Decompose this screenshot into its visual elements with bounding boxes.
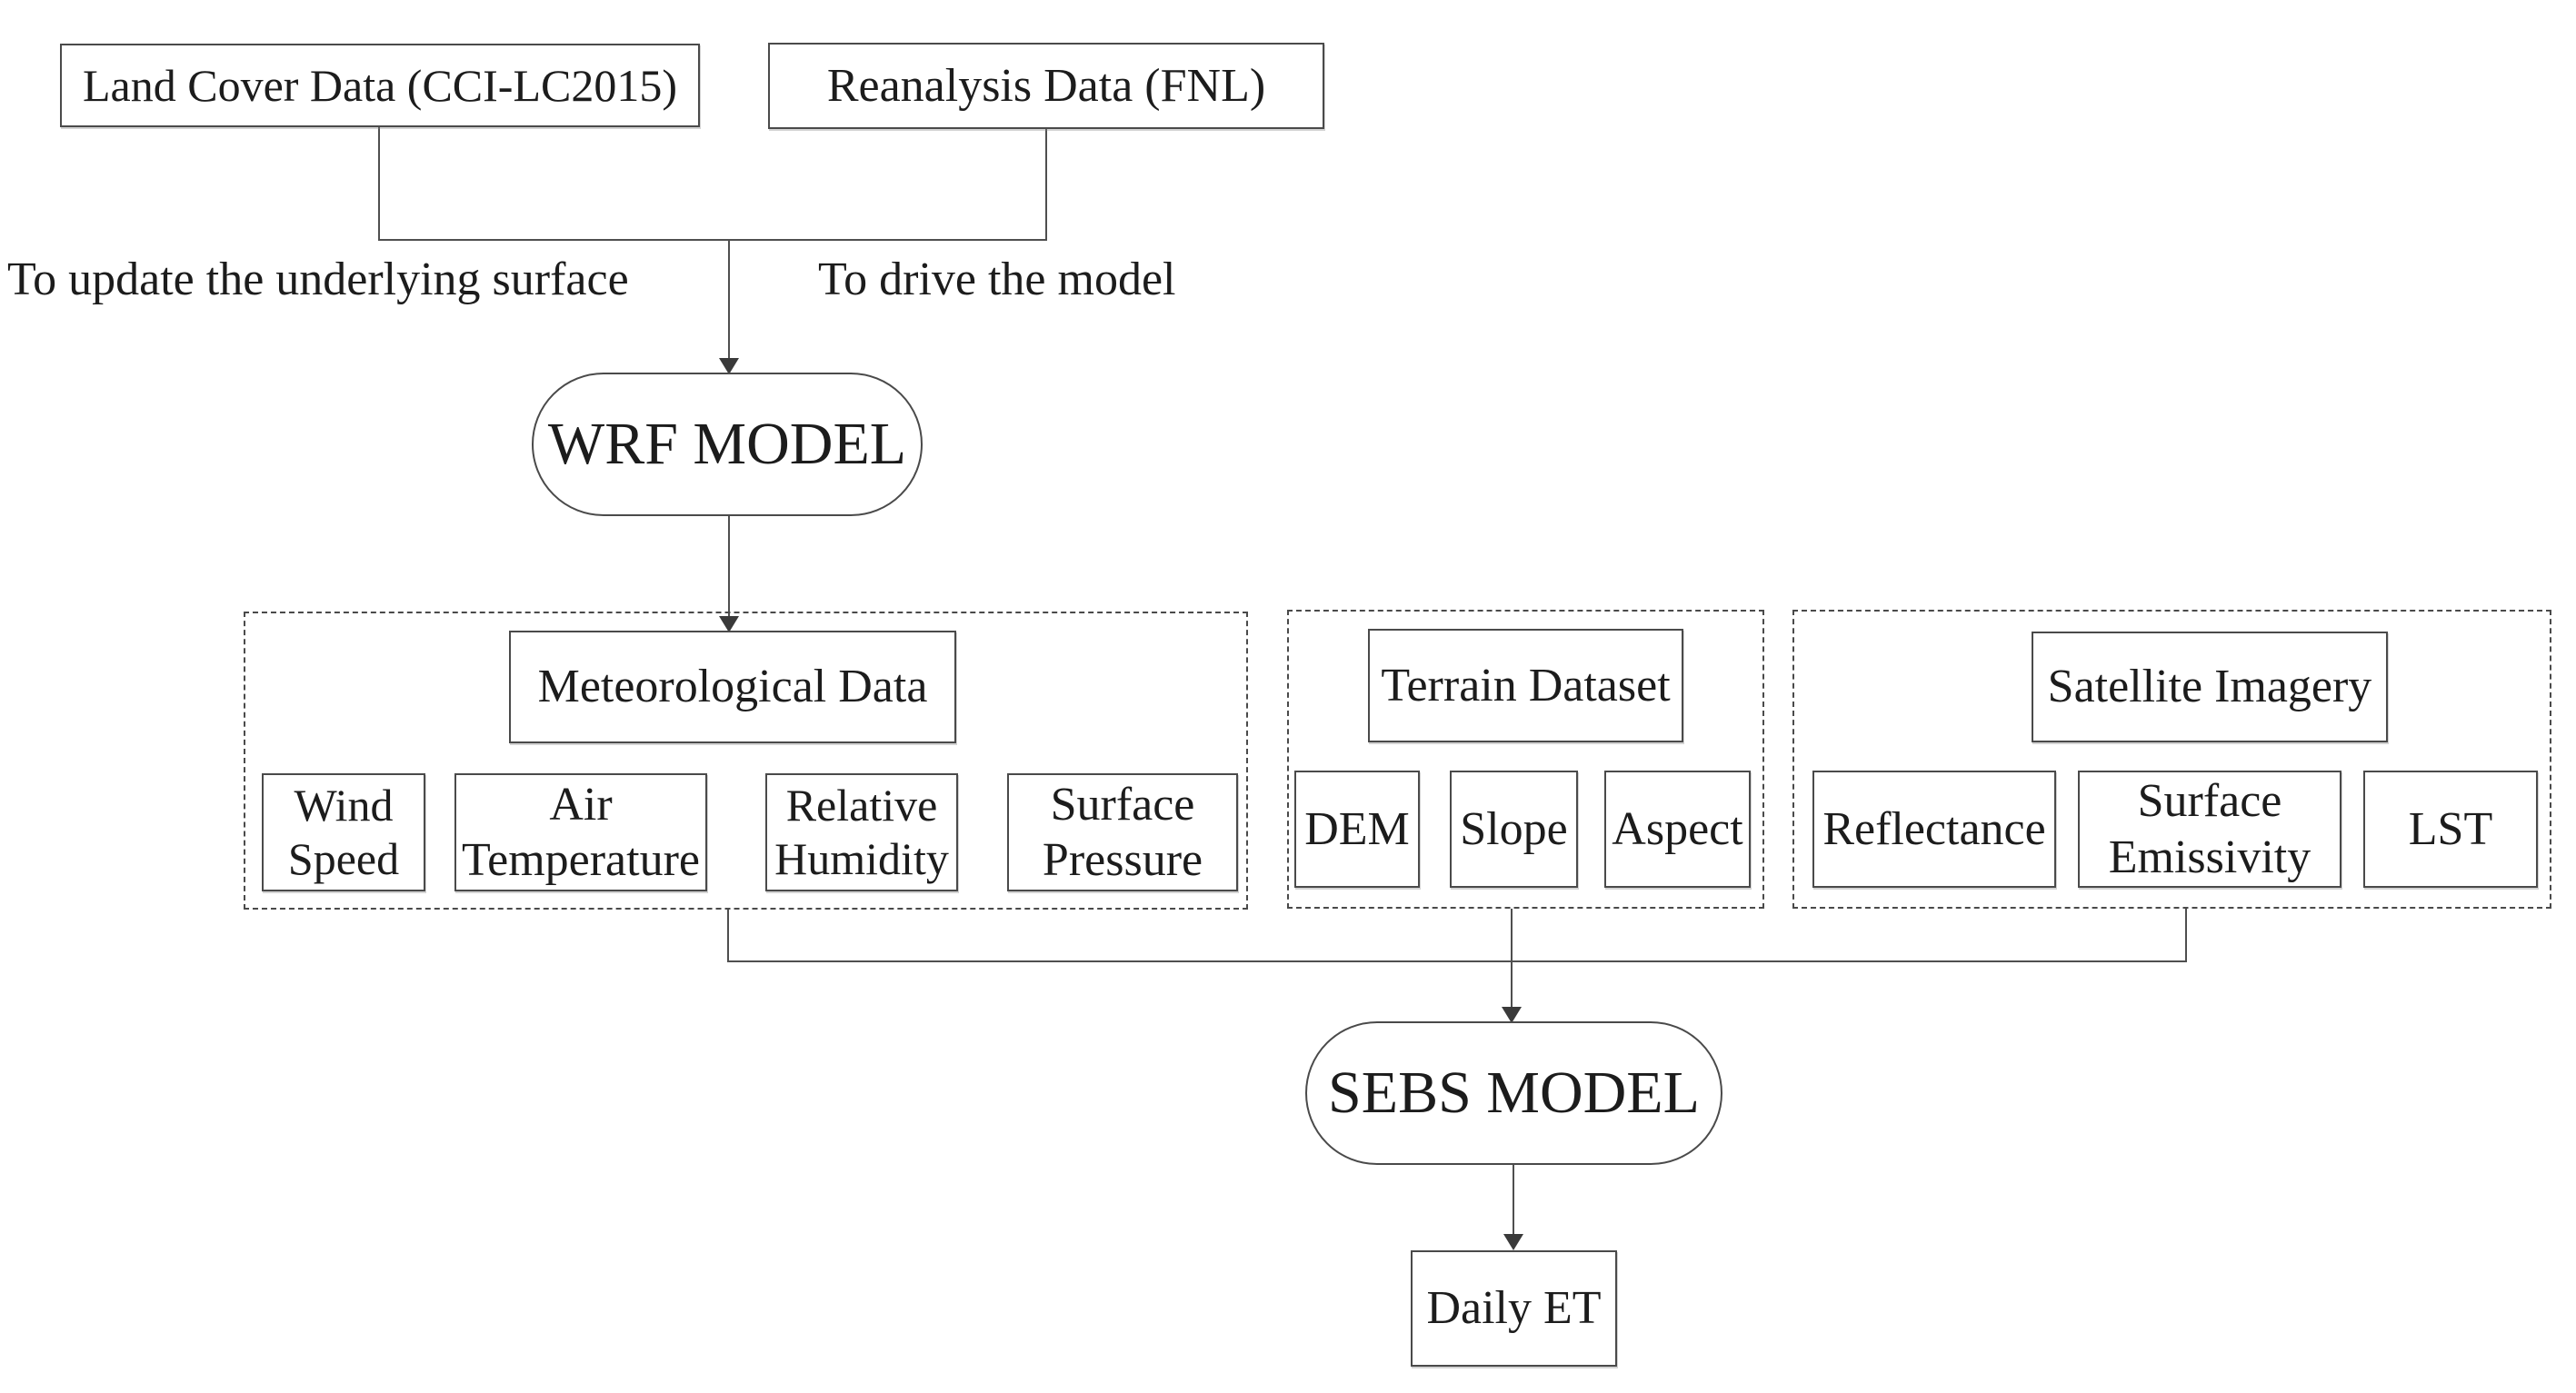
edge-sebs-to-dailyet-stem xyxy=(1513,1165,1514,1236)
node-wrf-model: WRF MODEL xyxy=(532,373,923,516)
section-meteorological-data xyxy=(244,612,1248,910)
arrowhead-into-dailyet xyxy=(1503,1234,1523,1250)
node-dem: DEM xyxy=(1294,771,1420,888)
arrowhead-into-sebs xyxy=(1502,1007,1522,1023)
edge-meteo-stub xyxy=(727,910,729,962)
edge-inputs-join xyxy=(378,239,1047,241)
node-aspect: Aspect xyxy=(1604,771,1751,888)
node-satellite-imagery-title: Satellite Imagery xyxy=(2032,632,2388,742)
edge-landcover-down xyxy=(378,127,380,241)
edge-reanalysis-down xyxy=(1045,129,1047,241)
node-relative-humidity: Relative Humidity xyxy=(765,773,958,891)
edge-terrain-stub-sebs-stem xyxy=(1511,909,1513,1009)
node-lst: LST xyxy=(2363,771,2538,888)
node-sebs-model: SEBS MODEL xyxy=(1305,1021,1722,1165)
section-terrain-dataset xyxy=(1287,610,1764,909)
node-meteorological-data-title: Meteorological Data xyxy=(509,631,956,743)
edge-sections-join xyxy=(727,960,2187,962)
edge-to-wrf-stem xyxy=(728,241,730,360)
node-daily-et: Daily ET xyxy=(1411,1250,1617,1367)
edge-satellite-stub xyxy=(2185,909,2187,962)
node-terrain-dataset-title: Terrain Dataset xyxy=(1368,629,1683,742)
label-update-underlying-surface: To update the underlying surface xyxy=(7,254,629,305)
node-air-temperature: Air Temperature xyxy=(454,773,707,891)
node-reanalysis-data: Reanalysis Data (FNL) xyxy=(768,43,1324,129)
node-surface-pressure: Surface Pressure xyxy=(1007,773,1238,891)
node-wind-speed: Wind Speed xyxy=(262,773,425,891)
node-slope: Slope xyxy=(1450,771,1578,888)
arrowhead-into-meteo xyxy=(719,616,739,632)
label-drive-the-model: To drive the model xyxy=(818,254,1176,305)
arrowhead-into-wrf xyxy=(719,358,739,374)
edge-wrf-to-meteo-stem xyxy=(728,516,730,618)
node-reflectance: Reflectance xyxy=(1812,771,2056,888)
node-land-cover-data: Land Cover Data (CCI-LC2015) xyxy=(60,44,700,127)
node-surface-emissivity: Surface Emissivity xyxy=(2078,771,2341,888)
section-satellite-imagery xyxy=(1792,610,2551,909)
